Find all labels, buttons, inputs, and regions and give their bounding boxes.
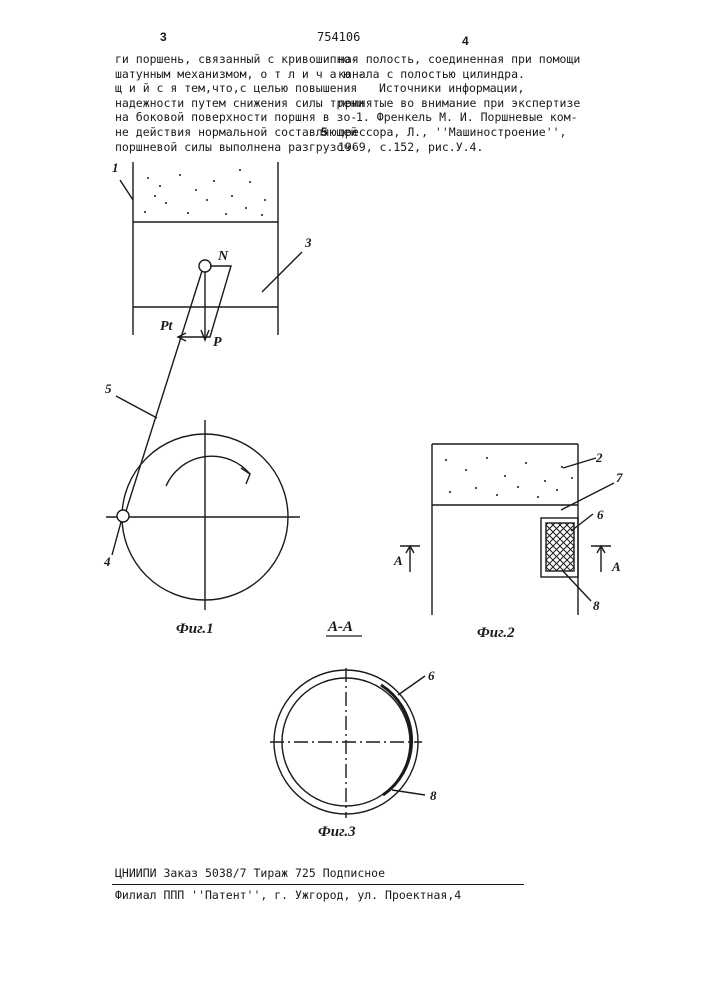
- fig2-caption: Фиг.2: [477, 625, 515, 641]
- fig1-label-3: 3: [304, 235, 312, 250]
- footer-divider: [112, 884, 524, 885]
- fig3-label-6: 6: [428, 668, 435, 683]
- fig1-label-4: 4: [103, 554, 111, 569]
- fig2-label-8: 8: [593, 598, 600, 613]
- footer-line-2: Филиал ППП ''Патент'', г. Ужгород, ул. П…: [115, 888, 461, 902]
- fig2-label-6: 6: [597, 507, 604, 522]
- fig2-section-A-right: A: [611, 559, 621, 574]
- fig1-label-Pt: Pt: [160, 319, 174, 334]
- fig2-section-A-left: A: [393, 553, 403, 568]
- fig2-label-7: 7: [616, 470, 623, 485]
- fig1-label-5: 5: [105, 381, 112, 396]
- fig3-caption: Фиг.3: [318, 824, 356, 840]
- fig2-insert: [546, 523, 574, 571]
- fig1-label-N: N: [217, 249, 229, 264]
- fig1-gas-dots: [144, 169, 266, 216]
- fig1-label-P: P: [213, 335, 222, 350]
- fig1-caption: Фиг.1: [176, 621, 214, 637]
- footer-line-1: ЦНИИПИ Заказ 5038/7 Тираж 725 Подписное: [115, 866, 385, 880]
- fig2-label-2: 2: [595, 450, 603, 465]
- fig1-piston-pin: [199, 260, 211, 272]
- fig3-label-8: 8: [430, 788, 437, 803]
- fig1-rotation-arrow: [166, 456, 250, 486]
- fig1-label-1: 1: [112, 160, 119, 175]
- fig1-crank-pin: [117, 510, 129, 522]
- fig2-gas-dots: [445, 457, 573, 498]
- fig3-section-title: А-А: [327, 619, 353, 635]
